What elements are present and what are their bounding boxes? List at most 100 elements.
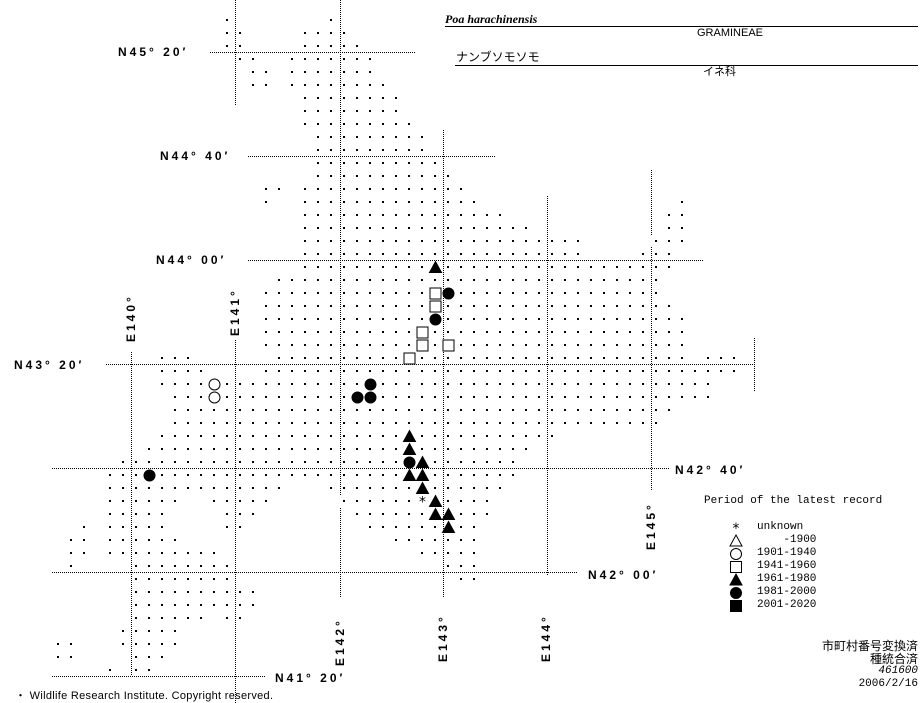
mesh-dot: [317, 162, 319, 164]
mesh-dot: [538, 318, 540, 320]
mesh-dot: [694, 396, 696, 398]
mesh-dot: [278, 305, 280, 307]
mesh-dot: [265, 344, 267, 346]
mesh-dot: [447, 305, 449, 307]
mesh-dot: [304, 240, 306, 242]
record-circle-icon: [364, 378, 377, 391]
mesh-dot: [291, 435, 293, 437]
mesh-dot: [369, 214, 371, 216]
mesh-dot: [538, 279, 540, 281]
mesh-dot: [473, 370, 475, 372]
mesh-dot: [447, 201, 449, 203]
mesh-dot: [447, 422, 449, 424]
mesh-dot: [395, 539, 397, 541]
record-triangle-icon: [441, 520, 456, 533]
mesh-dot: [148, 669, 150, 671]
mesh-dot: [408, 253, 410, 255]
mesh-dot: [460, 318, 462, 320]
mesh-dot: [681, 227, 683, 229]
mesh-dot: [447, 357, 449, 359]
mesh-dot: [239, 617, 241, 619]
mesh-dot: [187, 604, 189, 606]
mesh-dot: [356, 500, 358, 502]
mesh-dot: [499, 383, 501, 385]
mesh-dot: [681, 214, 683, 216]
mesh-dot: [278, 409, 280, 411]
mesh-dot: [655, 331, 657, 333]
mesh-dot: [304, 461, 306, 463]
mesh-dot: [187, 422, 189, 424]
mesh-dot: [317, 201, 319, 203]
mesh-dot: [343, 396, 345, 398]
mesh-dot: [395, 214, 397, 216]
mesh-dot: [603, 370, 605, 372]
mesh-dot: [369, 240, 371, 242]
mesh-dot: [447, 396, 449, 398]
mesh-dot: [668, 227, 670, 229]
mesh-dot: [642, 305, 644, 307]
mesh-dot: [421, 227, 423, 229]
mesh-dot: [304, 45, 306, 47]
japanese-name-rule: [455, 65, 918, 66]
title-rule: [445, 26, 918, 27]
mesh-dot: [421, 266, 423, 268]
mesh-dot: [330, 305, 332, 307]
mesh-dot: [421, 305, 423, 307]
mesh-dot: [434, 552, 436, 554]
mesh-dot: [460, 552, 462, 554]
mesh-dot: [317, 45, 319, 47]
mesh-dot: [447, 448, 449, 450]
mesh-dot: [603, 266, 605, 268]
mesh-dot: [486, 214, 488, 216]
mesh-dot: [213, 604, 215, 606]
mesh-dot: [408, 292, 410, 294]
mesh-dot: [551, 292, 553, 294]
mesh-dot: [538, 357, 540, 359]
mesh-dot: [408, 513, 410, 515]
mesh-dot: [304, 188, 306, 190]
mesh-dot: [681, 383, 683, 385]
mesh-dot: [447, 552, 449, 554]
mesh-dot: [343, 305, 345, 307]
mesh-dot: [148, 539, 150, 541]
mesh-dot: [161, 474, 163, 476]
mesh-dot: [395, 448, 397, 450]
mesh-dot: [174, 552, 176, 554]
mesh-dot: [642, 370, 644, 372]
mesh-dot: [525, 279, 527, 281]
mesh-dot: [616, 266, 618, 268]
mesh-dot: [317, 279, 319, 281]
record-triangle-icon: [415, 481, 430, 494]
mesh-dot: [356, 513, 358, 515]
mesh-dot: [343, 32, 345, 34]
mesh-dot: [265, 188, 267, 190]
mesh-dot: [343, 123, 345, 125]
mesh-dot: [447, 188, 449, 190]
mesh-dot: [356, 409, 358, 411]
mesh-dot: [395, 149, 397, 151]
mesh-dot: [629, 292, 631, 294]
mesh-dot: [460, 396, 462, 398]
mesh-dot: [551, 266, 553, 268]
mesh-dot: [525, 266, 527, 268]
mesh-dot: [83, 552, 85, 554]
mesh-dot: [460, 578, 462, 580]
mesh-dot: [707, 383, 709, 385]
mesh-dot: [668, 383, 670, 385]
mesh-dot: [447, 474, 449, 476]
mesh-dot: [109, 500, 111, 502]
mesh-dot: [226, 617, 228, 619]
mesh-dot: [265, 84, 267, 86]
mesh-dot: [200, 370, 202, 372]
mesh-dot: [213, 552, 215, 554]
mesh-dot: [616, 331, 618, 333]
mesh-dot: [317, 175, 319, 177]
mesh-dot: [317, 84, 319, 86]
mesh-dot: [304, 71, 306, 73]
mesh-dot: [551, 409, 553, 411]
mesh-dot: [434, 409, 436, 411]
mesh-dot: [421, 396, 423, 398]
record-triangle-icon: [402, 468, 417, 481]
mesh-dot: [226, 19, 228, 21]
mesh-dot: [616, 383, 618, 385]
